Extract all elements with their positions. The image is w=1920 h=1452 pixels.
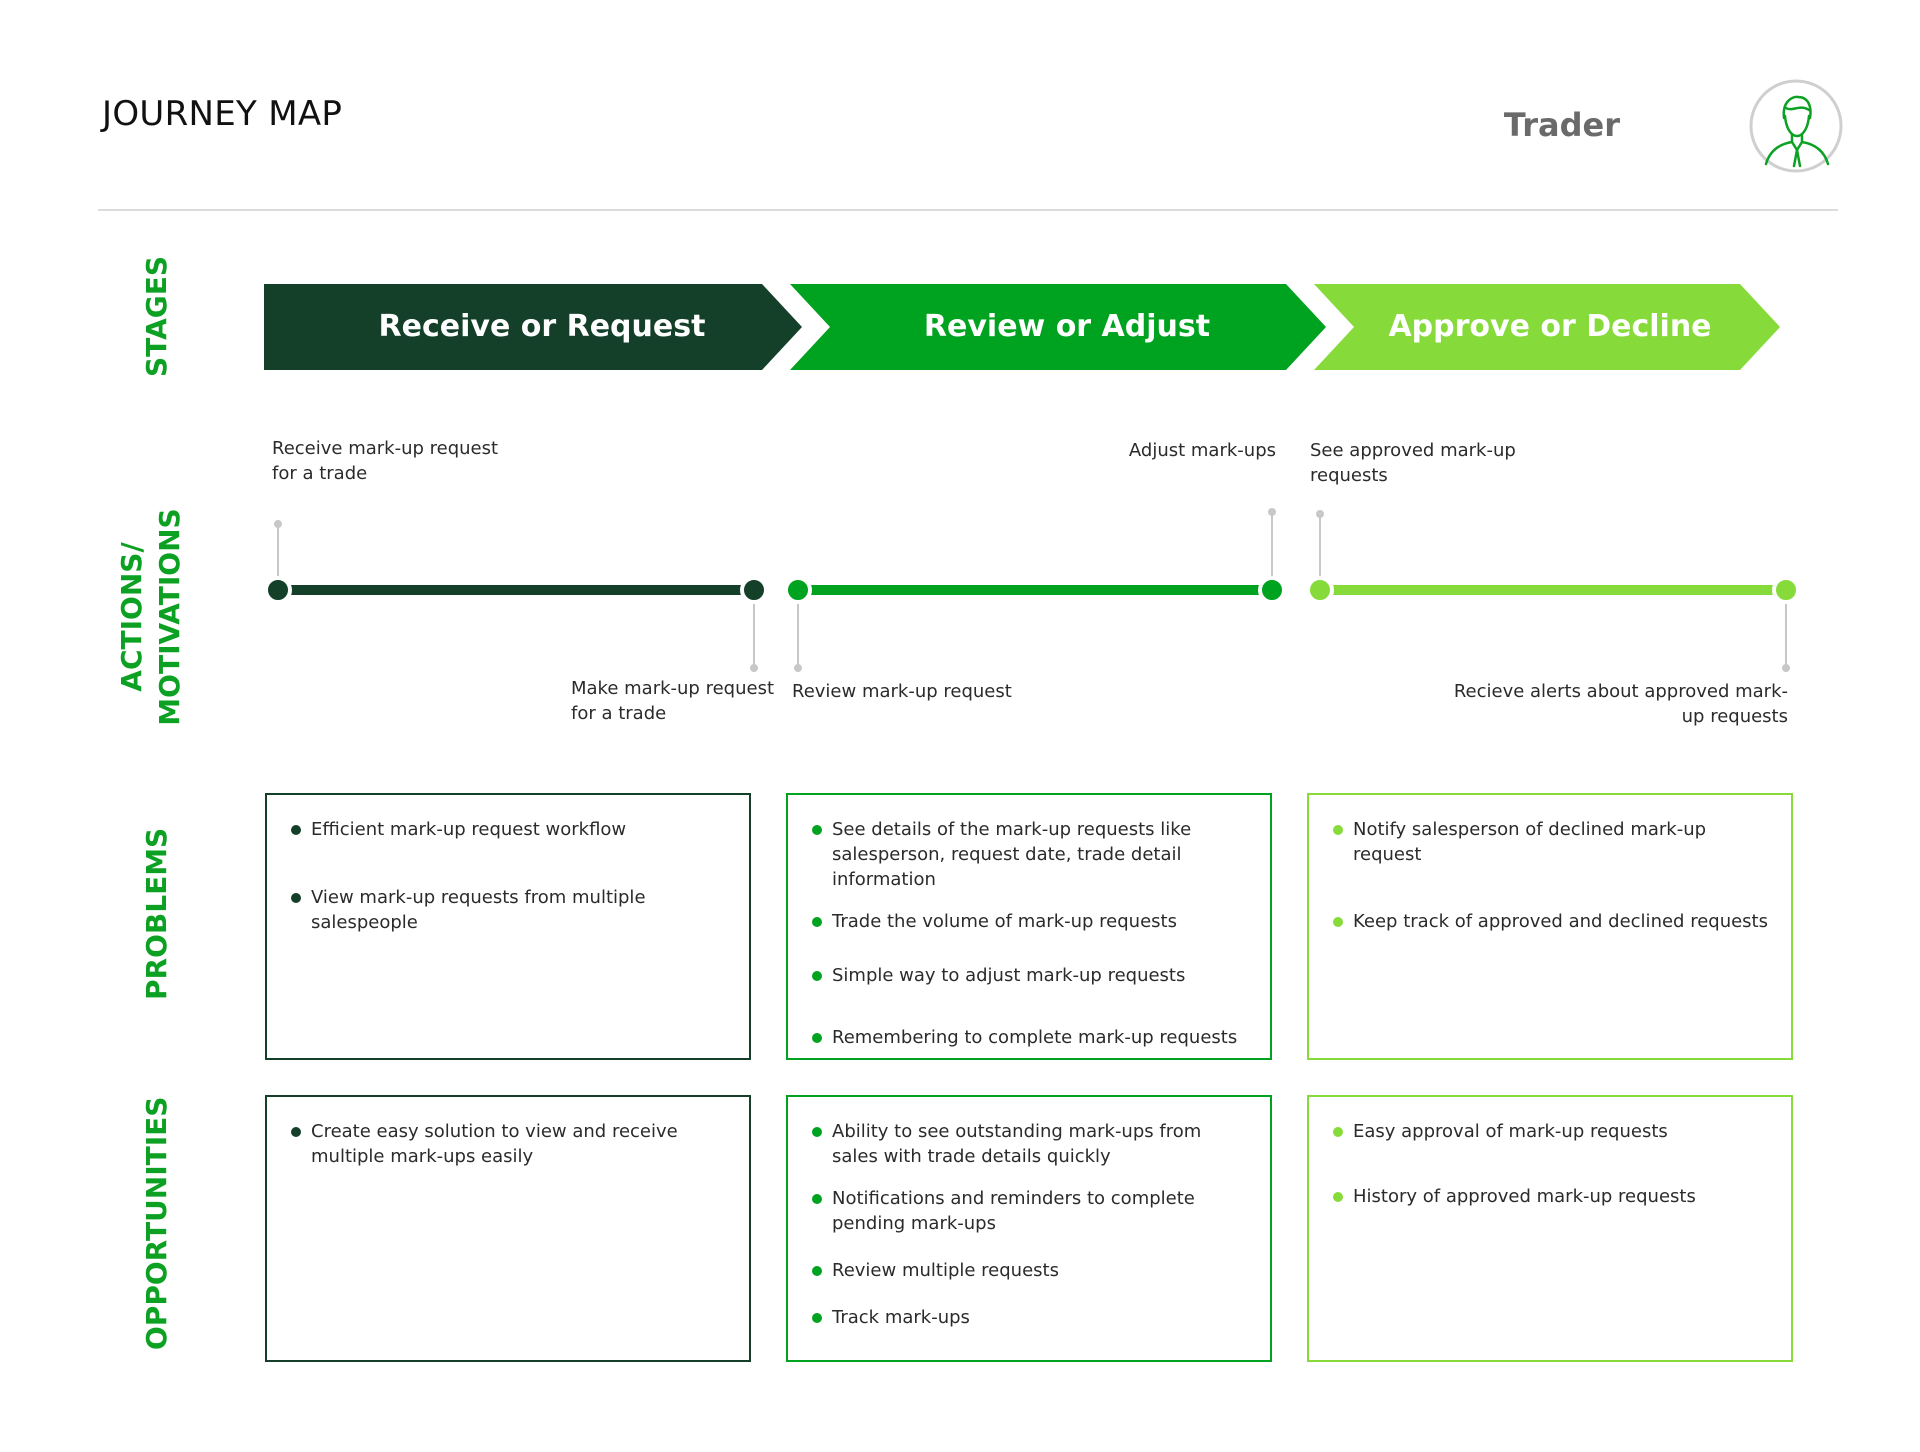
timeline-node-3 [784,576,812,604]
opportunity-item: Review multiple requests [810,1258,1252,1283]
persona-name: Trader [1503,106,1620,144]
problem-item: Simple way to adjust mark-up requests [810,963,1252,988]
action-bottom-1: Make mark-up request for a trade [571,676,801,726]
opportunities-list-3: Easy approval of mark-up requests Histor… [1331,1119,1773,1209]
timeline-node-5 [1306,576,1334,604]
action-top-3: See approved mark-up requests [1310,438,1570,488]
opportunities-list-2: Ability to see outstanding mark-ups from… [810,1119,1252,1330]
problems-list-3: Notify salesperson of declined mark-up r… [1331,817,1773,934]
opportunities-list-1: Create easy solution to view and receive… [289,1119,731,1169]
action-bottom-3: Recieve alerts about approved mark- up r… [1420,679,1788,729]
action-bottom-1-line1: Make mark-up request [571,678,775,699]
opportunity-item: Notifications and reminders to complete … [810,1186,1252,1236]
problems-box-2: See details of the mark-up requests like… [786,793,1272,1060]
connector-end-5 [1316,510,1324,518]
problems-list-1: Efficient mark-up request workflow View … [289,817,731,935]
journey-timeline [264,508,1800,672]
opportunity-item: History of approved mark-up requests [1331,1184,1773,1209]
problems-box-1: Efficient mark-up request workflow View … [265,793,751,1060]
action-bottom-3-line1: Recieve alerts about approved mark- [1453,681,1788,702]
action-bottom-1-line2: for a trade [571,703,667,724]
action-top-2: Adjust mark-ups [1128,440,1276,461]
person-icon [1749,79,1843,173]
row-label-opportunities: OPPORTUNITIES [140,1096,173,1350]
problem-item: Notify salesperson of declined mark-up r… [1331,817,1773,867]
opportunities-box-2: Ability to see outstanding mark-ups from… [786,1095,1272,1362]
stage-label-3: Approve or Decline [1388,309,1712,344]
header-divider [98,209,1838,211]
opportunity-item: Ability to see outstanding mark-ups from… [810,1119,1252,1169]
action-top-1-line1: Receive mark-up request [272,438,499,459]
stage-label-1: Receive or Request [378,309,706,344]
opportunities-box-1: Create easy solution to view and receive… [265,1095,751,1362]
timeline-node-2 [740,576,768,604]
problem-item: View mark-up requests from multiple sale… [289,885,731,935]
stage-label-2: Review or Adjust [923,309,1211,344]
opportunity-item: Track mark-ups [810,1305,1252,1330]
problems-list-2: See details of the mark-up requests like… [810,817,1252,1050]
connector-end-4 [1268,508,1276,516]
page-title: JOURNEY MAP [102,94,343,134]
row-label-actions-line1: ACTIONS/ [115,542,148,692]
problem-item: Trade the volume of mark-up requests [810,909,1252,934]
action-bottom-3-line2: up requests [1681,706,1788,727]
action-top-3-line1: See approved mark-up [1310,440,1516,461]
action-top-3-line2: requests [1310,465,1388,486]
timeline-node-6 [1772,576,1800,604]
connector-end-6 [1782,664,1790,672]
problem-item: Keep track of approved and declined requ… [1331,909,1773,934]
row-label-actions: ACTIONS/ MOTIVATIONS [113,507,189,727]
timeline-node-1 [264,576,292,604]
opportunity-item: Create easy solution to view and receive… [289,1119,731,1169]
action-bottom-2: Review mark-up request [792,681,1012,702]
action-top-1-line2: for a trade [272,463,368,484]
opportunity-item: Easy approval of mark-up requests [1331,1119,1773,1144]
opportunities-box-3: Easy approval of mark-up requests Histor… [1307,1095,1793,1362]
connector-end-1 [274,520,282,528]
row-label-problems: PROBLEMS [140,827,173,1000]
problem-item: Remembering to complete mark-up requests [810,1025,1252,1050]
stage-chevron-2 [790,284,1326,370]
action-top-1: Receive mark-up request for a trade [272,436,532,486]
connector-end-3 [794,664,802,672]
row-label-stages: STAGES [140,255,173,377]
stage-chevrons [264,284,1780,370]
problems-box-3: Notify salesperson of declined mark-up r… [1307,793,1793,1060]
timeline-node-4 [1258,576,1286,604]
row-label-actions-line2: MOTIVATIONS [153,508,186,726]
stage-chevron-1 [264,284,802,370]
connector-end-2 [750,664,758,672]
problem-item: Efficient mark-up request workflow [289,817,731,842]
problem-item: See details of the mark-up requests like… [810,817,1252,892]
stage-chevron-3 [1314,284,1780,370]
